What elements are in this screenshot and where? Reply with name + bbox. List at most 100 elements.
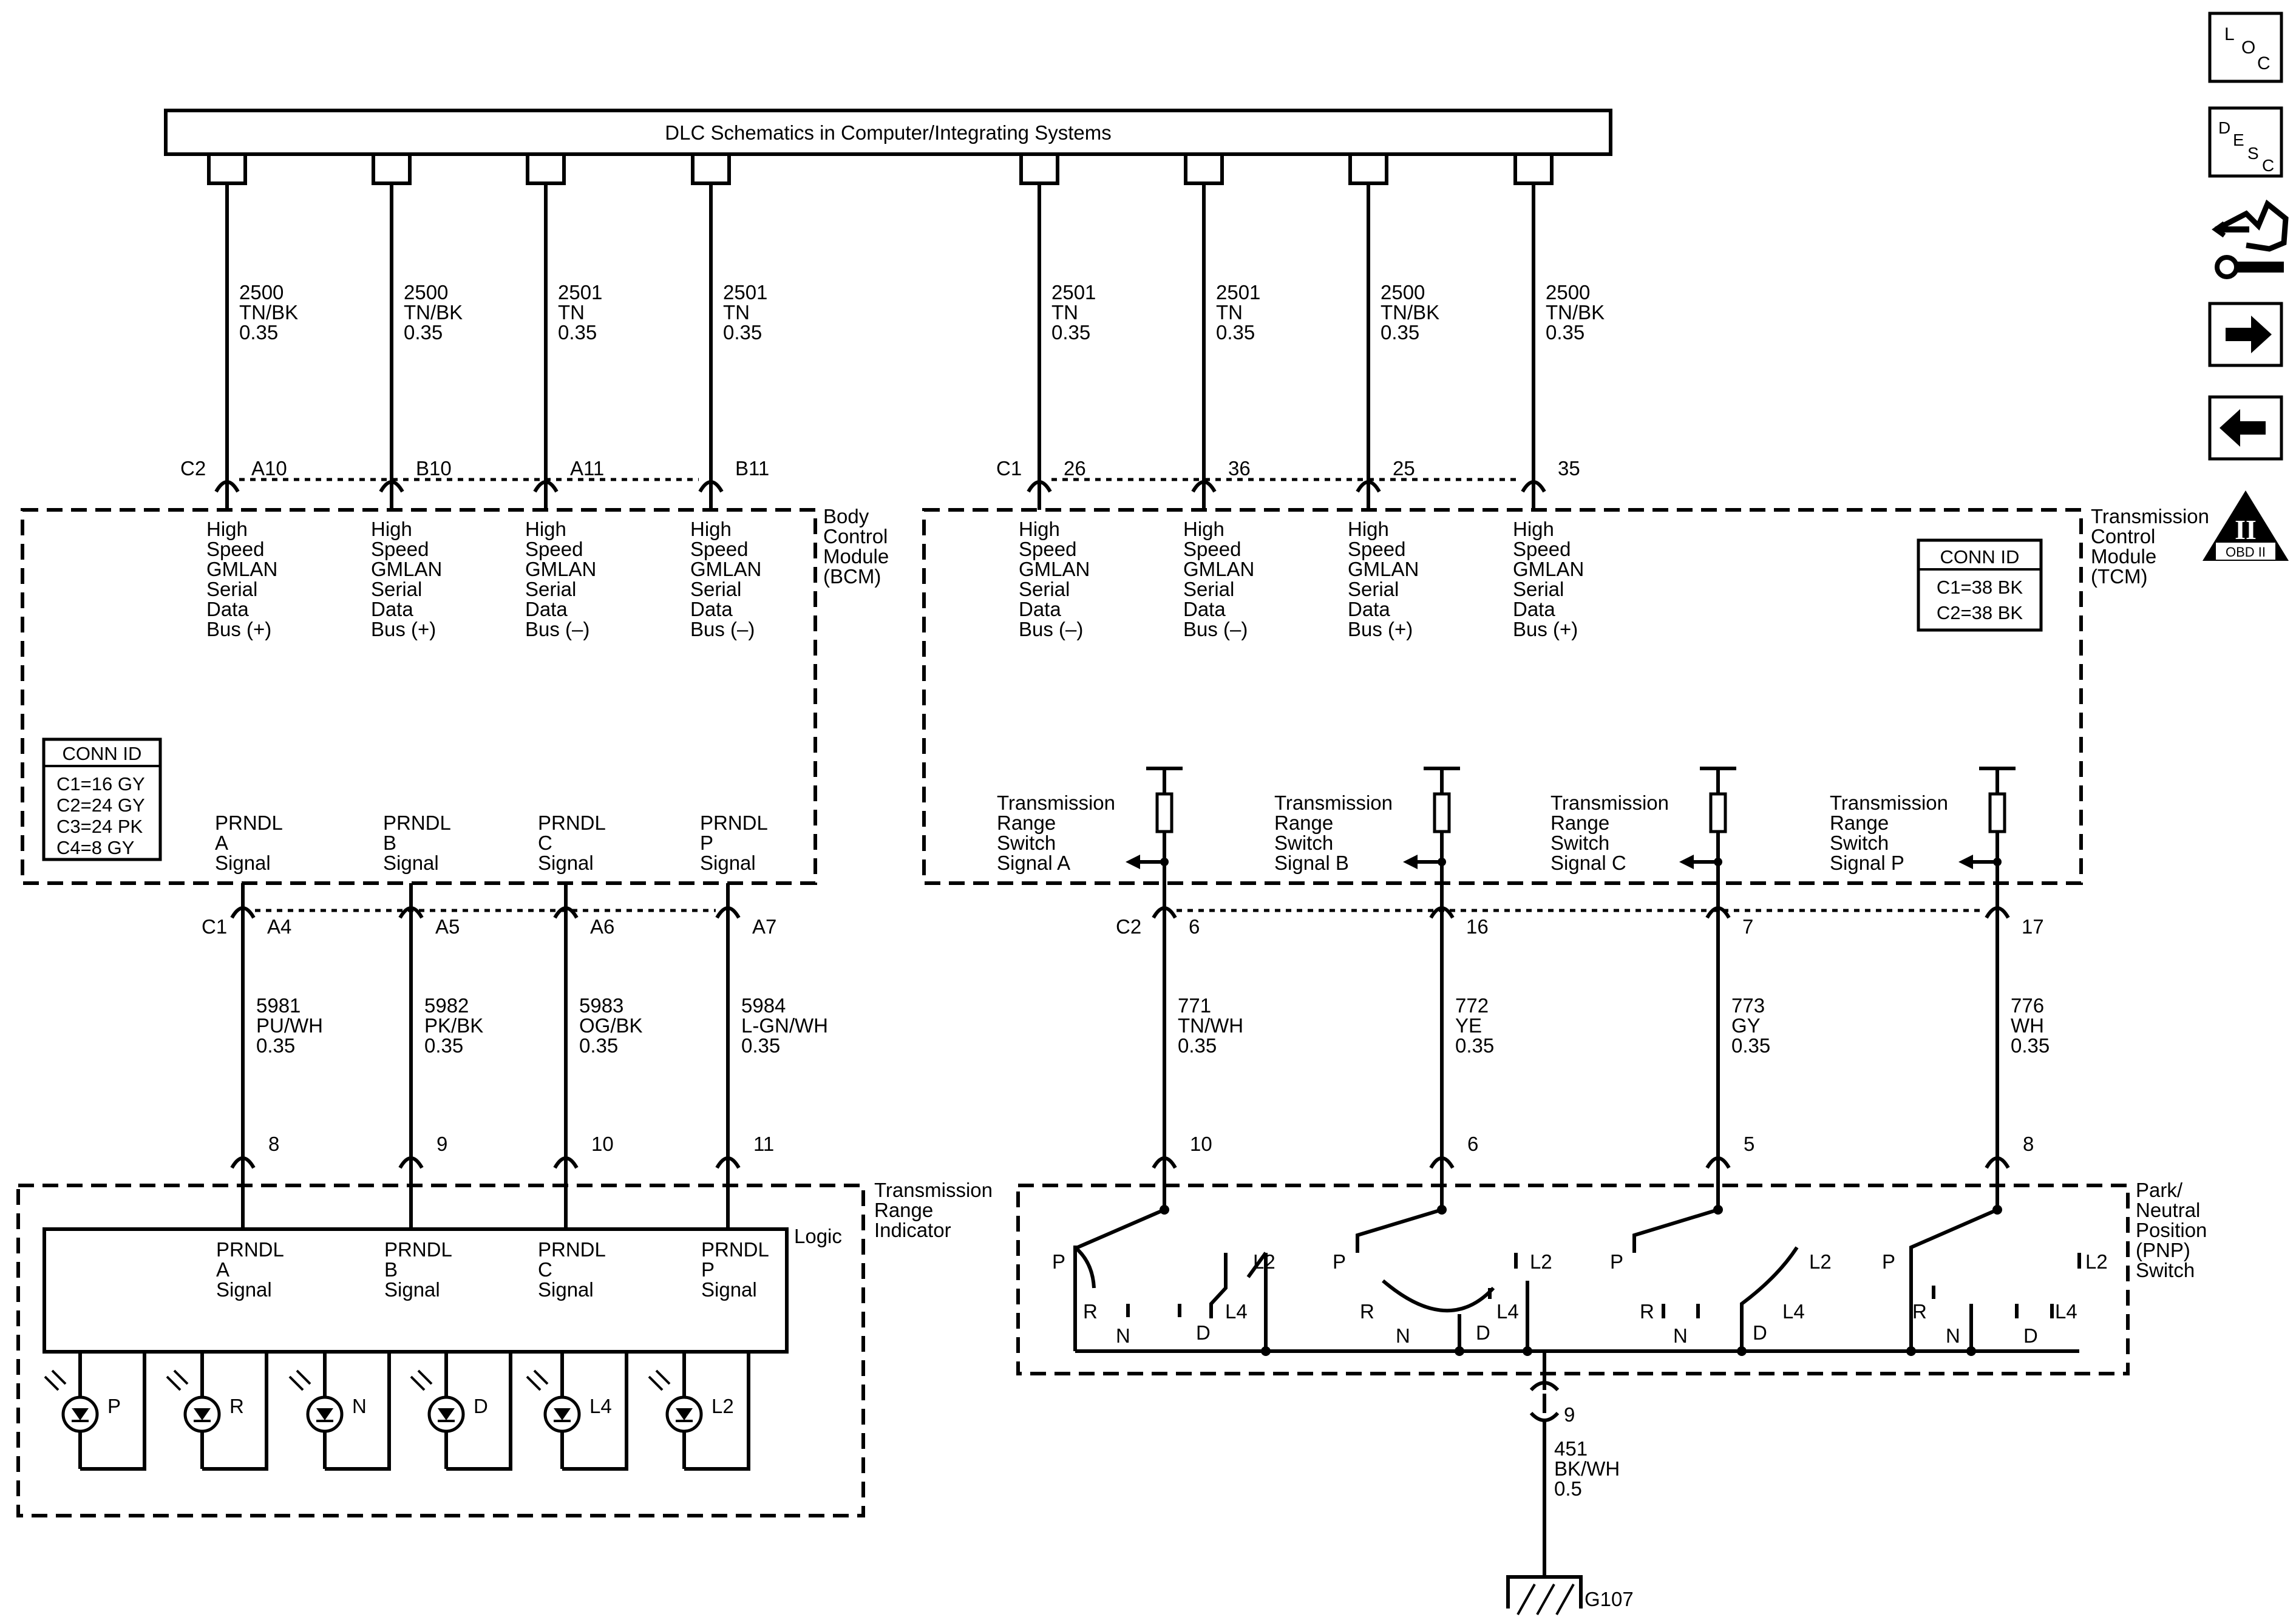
bcm-connector-bottom-label: C1 <box>202 915 227 938</box>
bcm-prndl-signal-label: P <box>700 832 713 854</box>
bcm-prndl-signal-label: C <box>538 832 552 854</box>
loc-letter: C <box>2257 53 2271 73</box>
tcm-signal-label: Bus (+) <box>1348 618 1413 640</box>
next-page-arrow-icon[interactable] <box>2208 302 2283 367</box>
tri-input-label: PRNDL <box>384 1238 452 1261</box>
tcm-conn-id-line: C2=38 BK <box>1937 602 2023 623</box>
terminal-cup <box>698 480 724 493</box>
tcm-wire-gauge: 0.35 <box>1546 321 1584 344</box>
tcm-range-signal-label: Range <box>1550 812 1609 834</box>
tri-input-label: C <box>538 1258 552 1281</box>
bcm-name-2: Control <box>823 525 888 547</box>
tri-input-label: B <box>384 1258 398 1281</box>
led-label: L2 <box>712 1395 734 1417</box>
pnp-position-label: N <box>1946 1324 1960 1347</box>
light-ray-icon <box>526 1375 542 1391</box>
tcm-circuit-number: 2500 <box>1381 281 1425 303</box>
bcm-signal-label: Bus (+) <box>371 618 436 640</box>
bcm-prndl-signal-label: Signal <box>383 852 439 874</box>
tri-name-2: Range <box>874 1199 933 1221</box>
tcm-wire-gauge: 0.35 <box>1381 321 1419 344</box>
input-arrow-icon <box>1958 855 1973 869</box>
desc-letter: C <box>2262 156 2274 175</box>
tcm-pin-label: 25 <box>1393 457 1415 480</box>
terminal-cup <box>553 1156 579 1169</box>
location-button[interactable]: L O C <box>2208 12 2283 83</box>
input-arrow-icon <box>1679 855 1694 869</box>
input-arrow-icon <box>1126 855 1140 869</box>
tri-name-3: Indicator <box>874 1219 951 1241</box>
range-circuit-number: 771 <box>1178 994 1211 1017</box>
dlc-stub <box>1513 154 1554 185</box>
pnp-pin-label: 10 <box>1190 1133 1212 1155</box>
dlc-title: DLC Schematics in Computer/Integrating S… <box>665 121 1111 144</box>
range-wire-gauge: 0.35 <box>1178 1034 1217 1057</box>
dlc-stub <box>1019 154 1059 185</box>
dlc-stub <box>526 154 566 185</box>
led-diode-icon <box>554 1408 571 1420</box>
pnp-position-label: R <box>1083 1300 1098 1323</box>
led-diode-icon <box>316 1408 333 1420</box>
pnp-name-3: Position <box>2136 1219 2207 1241</box>
tcm-gmlan-wiring: 2501TN0.3526HighSpeedGMLANSerialDataBus … <box>1019 183 1605 640</box>
bcm-signal-label: Speed <box>206 538 264 560</box>
prndl-wire-color: PU/WH <box>256 1014 323 1037</box>
tcm-signal-label: Bus (–) <box>1183 618 1248 640</box>
tri-pin-label: 9 <box>436 1133 447 1155</box>
tcm-signal-label: GMLAN <box>1019 558 1090 580</box>
tcm-range-signal-label: Range <box>1274 812 1333 834</box>
dlc-stub <box>207 154 247 185</box>
bcm-module: Body Control Module (BCM) C2 C1 CONN ID … <box>21 457 889 938</box>
pnp-switch: Park/ Neutral Position (PNP) Switch P R … <box>1016 1179 2207 1375</box>
range-circuit-number: 773 <box>1731 994 1765 1017</box>
connector-end-view-icon[interactable] <box>2212 199 2289 279</box>
dlc-stub <box>1348 154 1388 185</box>
bcm-signal-label: High <box>371 518 412 540</box>
prndl-wire-color: PK/BK <box>424 1014 483 1037</box>
terminal-cup <box>533 480 559 493</box>
pnp-position-label: R <box>1912 1300 1927 1323</box>
led-label: N <box>352 1395 367 1417</box>
tcm-range-signal-label: Transmission <box>1830 792 1948 814</box>
bcm-wire-gauge: 0.35 <box>404 321 443 344</box>
tcm-conn-id-box: CONN ID C1=38 BK C2=38 BK <box>1917 538 2043 632</box>
tcm-range-signal-label: Signal B <box>1274 852 1349 874</box>
led-return-wire <box>325 1352 391 1471</box>
bcm-gmlan-wiring: 2500TN/BK0.35A10HighSpeedGMLANSerialData… <box>206 183 769 640</box>
bcm-c1-pin-label: A6 <box>590 915 614 938</box>
bcm-signal-label: Data <box>525 598 568 620</box>
bcm-prndl-signal-label: PRNDL <box>700 812 768 834</box>
description-button[interactable]: D E S C <box>2208 106 2283 178</box>
tri-input-label: P <box>701 1258 715 1281</box>
tcm-wire-gauge: 0.35 <box>1216 321 1255 344</box>
tcm-connector-bottom-label: C2 <box>1116 915 1141 938</box>
led-diode-icon <box>676 1408 693 1420</box>
bcm-circuit-number: 2501 <box>558 281 602 303</box>
prndl-wire-gauge: 0.35 <box>579 1034 618 1057</box>
bcm-wire-color: TN/BK <box>404 301 463 324</box>
tcm-module: Transmission Control Module (TCM) C1 C2 … <box>922 457 2209 938</box>
tcm-c2-pin-label: 6 <box>1189 915 1200 938</box>
bcm-prndl-signal-label: PRNDL <box>215 812 283 834</box>
pnp-position-label: L4 <box>1496 1300 1519 1323</box>
obd-ii-badge[interactable]: II OBD II <box>2203 490 2289 561</box>
pnp-position-label: L4 <box>1225 1300 1248 1323</box>
pnp-position-label: L4 <box>2055 1300 2077 1323</box>
bcm-signal-label: Speed <box>371 538 429 560</box>
tcm-signal-label: Serial <box>1183 578 1234 600</box>
tcm-signal-label: High <box>1348 518 1389 540</box>
tcm-conn-id-title: CONN ID <box>1940 546 2020 568</box>
tri-input-label: Signal <box>538 1278 594 1301</box>
previous-page-arrow-icon[interactable] <box>2208 395 2283 461</box>
bcm-signal-label: Bus (+) <box>206 618 271 640</box>
terminal-cup <box>1521 480 1546 493</box>
pnp-position-label: L4 <box>1782 1300 1805 1323</box>
bcm-c1-pin-label: A4 <box>267 915 291 938</box>
terminal-cup <box>1152 1156 1177 1169</box>
terminal-cup <box>1705 1156 1731 1169</box>
prndl-circuit-number: 5984 <box>741 994 786 1017</box>
light-ray-icon <box>51 1369 67 1385</box>
tcm-range-signal-label: Switch <box>1274 832 1333 854</box>
bcm-signal-label: Serial <box>690 578 741 600</box>
light-ray-icon <box>166 1375 182 1391</box>
